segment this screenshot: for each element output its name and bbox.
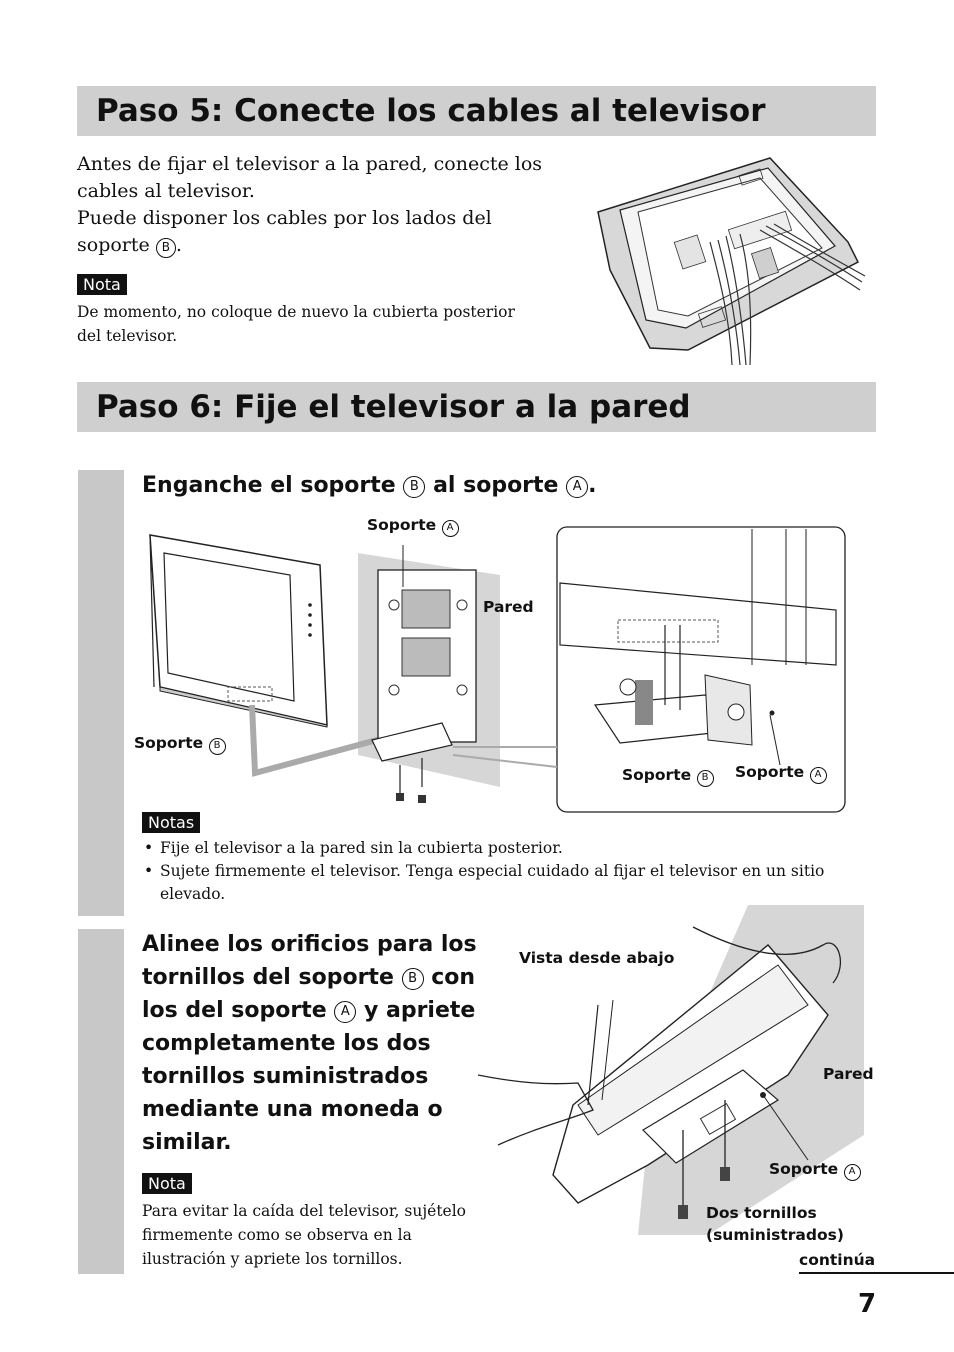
step2-nota-line3: ilustración y apriete los tornillos.	[142, 1250, 403, 1268]
circle-b-marker: B	[403, 476, 426, 498]
step2-nota-line2: firmemente como se observa en la	[142, 1226, 412, 1244]
step2-nota-label: Nota	[142, 1173, 192, 1194]
paso5-line4: soporte B.	[77, 234, 182, 258]
circle-a-marker: A	[566, 476, 589, 498]
paso5-line1: Antes de fijar el televisor a la pared, …	[77, 153, 543, 175]
paso5-line3: Puede disponer los cables por los lados …	[77, 207, 492, 229]
page-number: 7	[858, 1289, 877, 1319]
paso5-nota-text: De momento, no coloque de nuevo la cubie…	[77, 300, 567, 348]
step2-nota-text: Para evitar la caída del televisor, sujé…	[142, 1199, 502, 1271]
paso5-title: Paso 5: Conecte los cables al televisor	[96, 93, 766, 129]
circle-b-marker: B	[696, 770, 714, 787]
label-soporte-a-step2: Soporte A	[769, 1160, 861, 1181]
circle-b-marker: B	[155, 238, 176, 258]
circle-a-marker: A	[334, 1001, 357, 1023]
step1-notas-label: Notas	[142, 812, 201, 833]
tv-back-cables-illustration	[597, 157, 866, 366]
continua-label: continúa	[799, 1251, 876, 1269]
label-dos-tornillos: Dos tornillos (suministrados)	[706, 1204, 844, 1244]
continua-rule	[799, 1272, 954, 1274]
circle-a-marker: A	[843, 1164, 861, 1181]
paso6-header-bar	[77, 382, 876, 432]
label-pared-step2: Pared	[823, 1065, 874, 1083]
paso5-nota-line1: De momento, no coloque de nuevo la cubie…	[77, 303, 515, 321]
step2-screws-illustration	[478, 905, 864, 1235]
paso5-line2: cables al televisor.	[77, 180, 255, 202]
paso5-nota-label: Nota	[77, 274, 127, 295]
circle-b-marker: B	[208, 738, 226, 755]
step1-side-bar	[78, 470, 124, 916]
step1-heading: Enganche el soporte B al soporte A.	[142, 473, 597, 498]
label-soporte-b-left: Soporte B	[134, 734, 226, 755]
circle-a-marker: A	[809, 767, 827, 784]
step1-note-1: Fije el televisor a la pared sin la cubi…	[142, 837, 882, 860]
step1-note-2: Sujete firmemente el televisor. Tenga es…	[142, 860, 882, 906]
paso5-nota-line2: del televisor.	[77, 327, 178, 345]
label-soporte-b-detail: Soporte B	[622, 766, 714, 787]
step2-nota-line1: Para evitar la caída del televisor, sujé…	[142, 1202, 467, 1220]
paso5-text: Antes de fijar el televisor a la pared, …	[77, 151, 567, 259]
paso6-title: Paso 6: Fije el televisor a la pared	[96, 389, 691, 425]
paso5-header-bar	[77, 86, 876, 136]
step2-heading: Alinee los orificios para los tornillos …	[142, 932, 477, 1155]
step2-side-bar	[78, 929, 124, 1274]
label-soporte-a-top: Soporte A	[367, 516, 459, 537]
step1-bracket-illustration	[149, 526, 846, 813]
label-soporte-a-detail: Soporte A	[735, 763, 827, 784]
circle-a-marker: A	[441, 520, 459, 537]
step1-notes: Fije el televisor a la pared sin la cubi…	[142, 837, 882, 906]
label-pared-step1: Pared	[483, 598, 534, 616]
label-vista-desde-abajo: Vista desde abajo	[519, 949, 675, 967]
circle-b-marker: B	[401, 968, 424, 990]
